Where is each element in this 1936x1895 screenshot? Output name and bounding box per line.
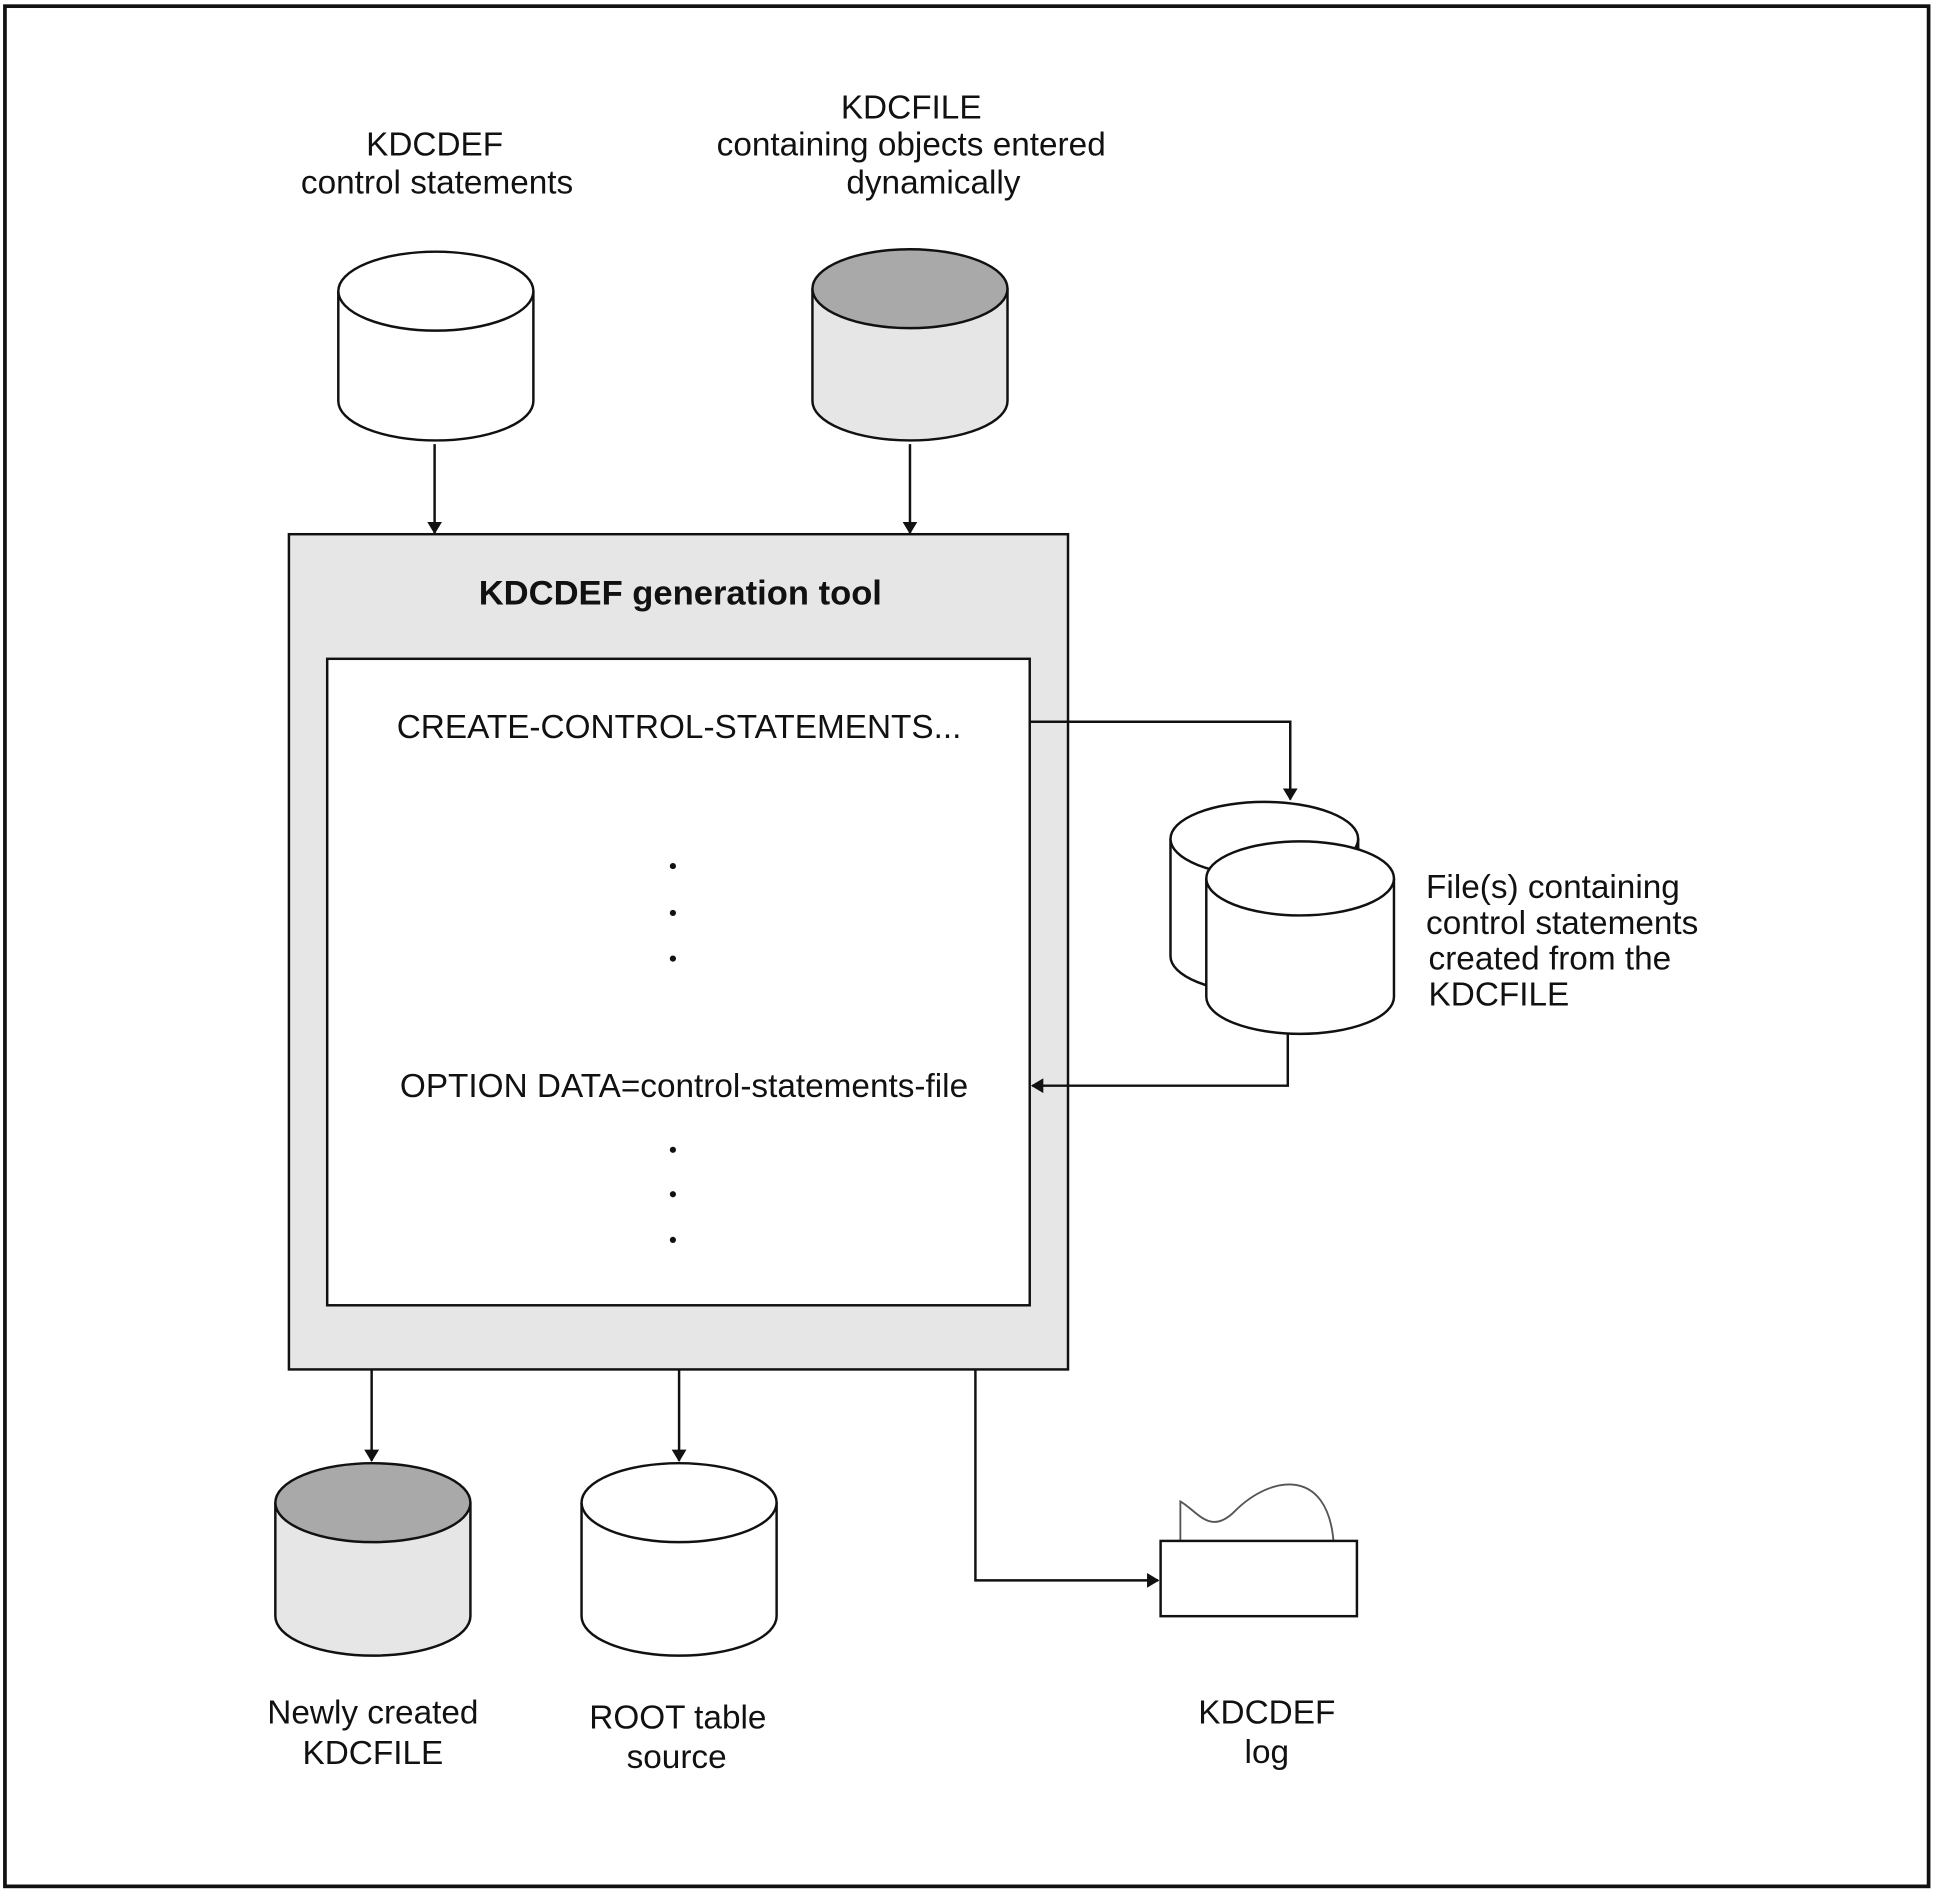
label-line: KDCFILE	[841, 89, 982, 126]
label-line: dynamically	[846, 165, 1020, 202]
label-line: KDCFILE	[303, 1735, 444, 1772]
label-line: control statements	[1426, 905, 1698, 942]
new-kdcfile-cylinder-icon	[274, 1461, 472, 1657]
database-cylinder-icon	[337, 250, 535, 442]
new-kdcfile-label: Newly created KDCFILE	[267, 1695, 478, 1773]
side-files-label: File(s) containing control statements cr…	[1426, 869, 1698, 1013]
label-line: control statements	[301, 165, 573, 202]
label-line: KDCFILE	[1429, 976, 1570, 1013]
label-line: File(s) containing	[1426, 869, 1680, 906]
stacked-database-cylinders-icon	[1169, 800, 1396, 1036]
root-table-label: ROOT table source	[589, 1699, 766, 1775]
option-statement: OPTION DATA=control-statements-file	[400, 1068, 968, 1105]
input-label-control-statements: KDCDEF control statements	[301, 126, 573, 201]
label-line: ROOT table	[589, 1699, 766, 1736]
ellipsis-lower	[669, 1146, 676, 1243]
arrow-output-log	[974, 1369, 1160, 1588]
create-statement: CREATE-CONTROL-STATEMENTS...	[397, 709, 962, 746]
tool-title: KDCDEF generation tool	[479, 575, 882, 613]
database-cylinder-shaded-icon	[811, 247, 1009, 442]
root-table-cylinder-icon	[580, 1461, 778, 1657]
statements-box	[325, 657, 1031, 1307]
arrow-create-to-files	[1029, 720, 1298, 801]
input-label-kdcfile: KDCFILE containing objects entered dynam…	[717, 89, 1106, 201]
arrow-files-to-option	[1030, 1033, 1290, 1094]
label-line: KDCDEF	[366, 126, 503, 163]
log-label: KDCDEF log	[1198, 1695, 1335, 1771]
label-line: containing objects entered	[717, 126, 1106, 163]
label-line: Newly created	[267, 1695, 478, 1732]
label-line: KDCDEF	[1198, 1695, 1335, 1732]
label-line: log	[1245, 1734, 1289, 1771]
label-line: source	[627, 1739, 727, 1776]
ellipsis-upper	[669, 862, 676, 962]
printer-output-icon	[1159, 1483, 1359, 1618]
label-line: created from the	[1429, 941, 1672, 978]
